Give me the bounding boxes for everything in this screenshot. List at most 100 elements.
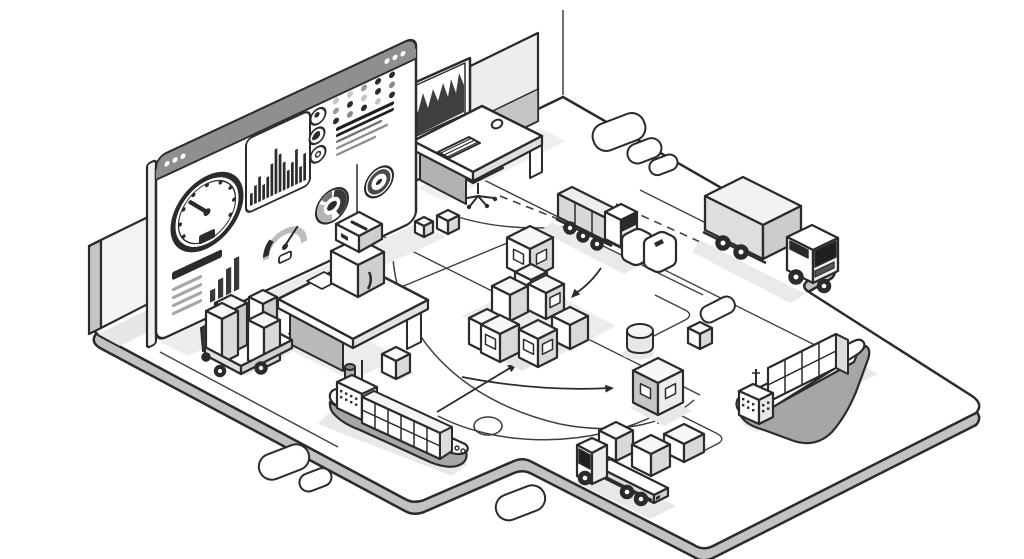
semi-gauge-label-box: [278, 250, 292, 264]
box-face: [422, 220, 435, 239]
cargo-ship-right: [735, 332, 871, 445]
table-edge-right: [351, 298, 430, 350]
grid-dot: [333, 97, 339, 105]
bridge-windows: [742, 398, 770, 413]
bar: [282, 161, 286, 191]
semi-gauge-arc-dark: [262, 239, 274, 258]
box-label-patch: [535, 248, 548, 265]
cart-edge-right: [239, 338, 294, 376]
window-side-thickness: [145, 159, 158, 349]
flow-arrows: [436, 267, 614, 413]
kpi-list-lines: [172, 274, 202, 316]
bar: [210, 288, 216, 303]
semi-truck: [702, 175, 840, 294]
grid-dot: [347, 111, 353, 118]
donut-slice-mid: [321, 191, 333, 204]
funnel-top: [344, 363, 356, 371]
container-dividers: [574, 202, 593, 234]
status-glyph: [314, 150, 322, 158]
grid-dot: [347, 91, 353, 98]
grid-dot: [361, 84, 367, 92]
donut-slice-light: [317, 204, 333, 223]
caster-wheel: [484, 203, 490, 209]
box-face: [649, 443, 672, 478]
grid-dot: [375, 78, 381, 85]
bar: [295, 148, 298, 186]
kpi-text-lines: [336, 101, 394, 156]
grid-dot: [375, 88, 381, 95]
ground-circle: [473, 416, 503, 436]
bar: [278, 153, 282, 193]
text-line: [336, 123, 388, 150]
flatbed-truck-bottom: [575, 436, 670, 507]
gauge-hub: [203, 208, 211, 216]
scattered-boxes: [380, 320, 714, 417]
porthole: [460, 448, 466, 454]
wheel-hub: [594, 241, 600, 247]
text-line: [336, 135, 376, 156]
box-face: [220, 309, 240, 365]
drum-cylinder: [626, 323, 654, 355]
header-divider: [156, 57, 416, 181]
window-control-dots: [164, 50, 406, 167]
status-glyph: [312, 130, 321, 141]
bar: [270, 163, 274, 197]
bar: [274, 148, 278, 195]
kpi-dot-grid: [333, 71, 395, 125]
box-face: [682, 432, 706, 464]
cab-side: [590, 443, 609, 486]
parcel-handle-slot: [654, 239, 664, 247]
arrow-line: [461, 376, 611, 390]
cargo-ship-left: [328, 360, 469, 468]
marker-capsule: [591, 112, 647, 152]
wheel-hub: [580, 233, 586, 239]
box-label-patch: [484, 333, 497, 351]
road-line: [639, 189, 707, 224]
workstation: [395, 31, 544, 239]
grid-dot: [333, 117, 339, 125]
parcel-right: [357, 222, 384, 254]
grid-dot: [347, 101, 353, 108]
mini-bar-chart: [210, 256, 240, 303]
wheel-hub: [738, 249, 744, 255]
storage-table: [276, 210, 430, 372]
bar: [266, 176, 270, 199]
grid-dot: [333, 107, 339, 115]
text-line: [336, 107, 394, 137]
tape-slit: [350, 220, 368, 231]
semi-gauge: [262, 225, 307, 264]
wheel-hub: [638, 496, 644, 502]
bar: [299, 165, 302, 184]
pallet-cart: [200, 288, 294, 378]
windshield: [814, 240, 837, 268]
arrow-head: [605, 384, 614, 393]
caster-wheel: [466, 204, 472, 210]
wheel-hub: [258, 365, 264, 371]
container-grid: [361, 403, 441, 453]
grid-dot: [361, 104, 367, 112]
keyboard-keys: [440, 137, 479, 158]
arrow-line: [436, 367, 511, 413]
flatbed-truck-middle: [555, 185, 678, 274]
circular-gauge-center: [375, 178, 383, 186]
analytics-dashboard-window: [145, 38, 418, 349]
desk-boxes: [413, 208, 461, 239]
truck-shadow: [692, 240, 806, 303]
box-face: [394, 352, 412, 381]
road-bend: [649, 294, 691, 339]
bridge-side: [757, 391, 775, 426]
wall-edge-cap: [87, 238, 103, 336]
chair-base: [461, 195, 495, 207]
wheel-hub: [567, 225, 573, 231]
wheel-hub: [218, 369, 222, 373]
road-bend: [659, 404, 723, 460]
flow-curve: [437, 413, 659, 441]
kpi-progress-bar: [172, 249, 222, 280]
label-mark: [341, 233, 348, 241]
wheel-hub: [793, 274, 799, 280]
box-label-patch: [512, 248, 525, 265]
grid-dot: [361, 94, 367, 102]
marker-capsule: [257, 443, 311, 481]
text-line: [336, 119, 382, 143]
text-line: [336, 101, 394, 131]
